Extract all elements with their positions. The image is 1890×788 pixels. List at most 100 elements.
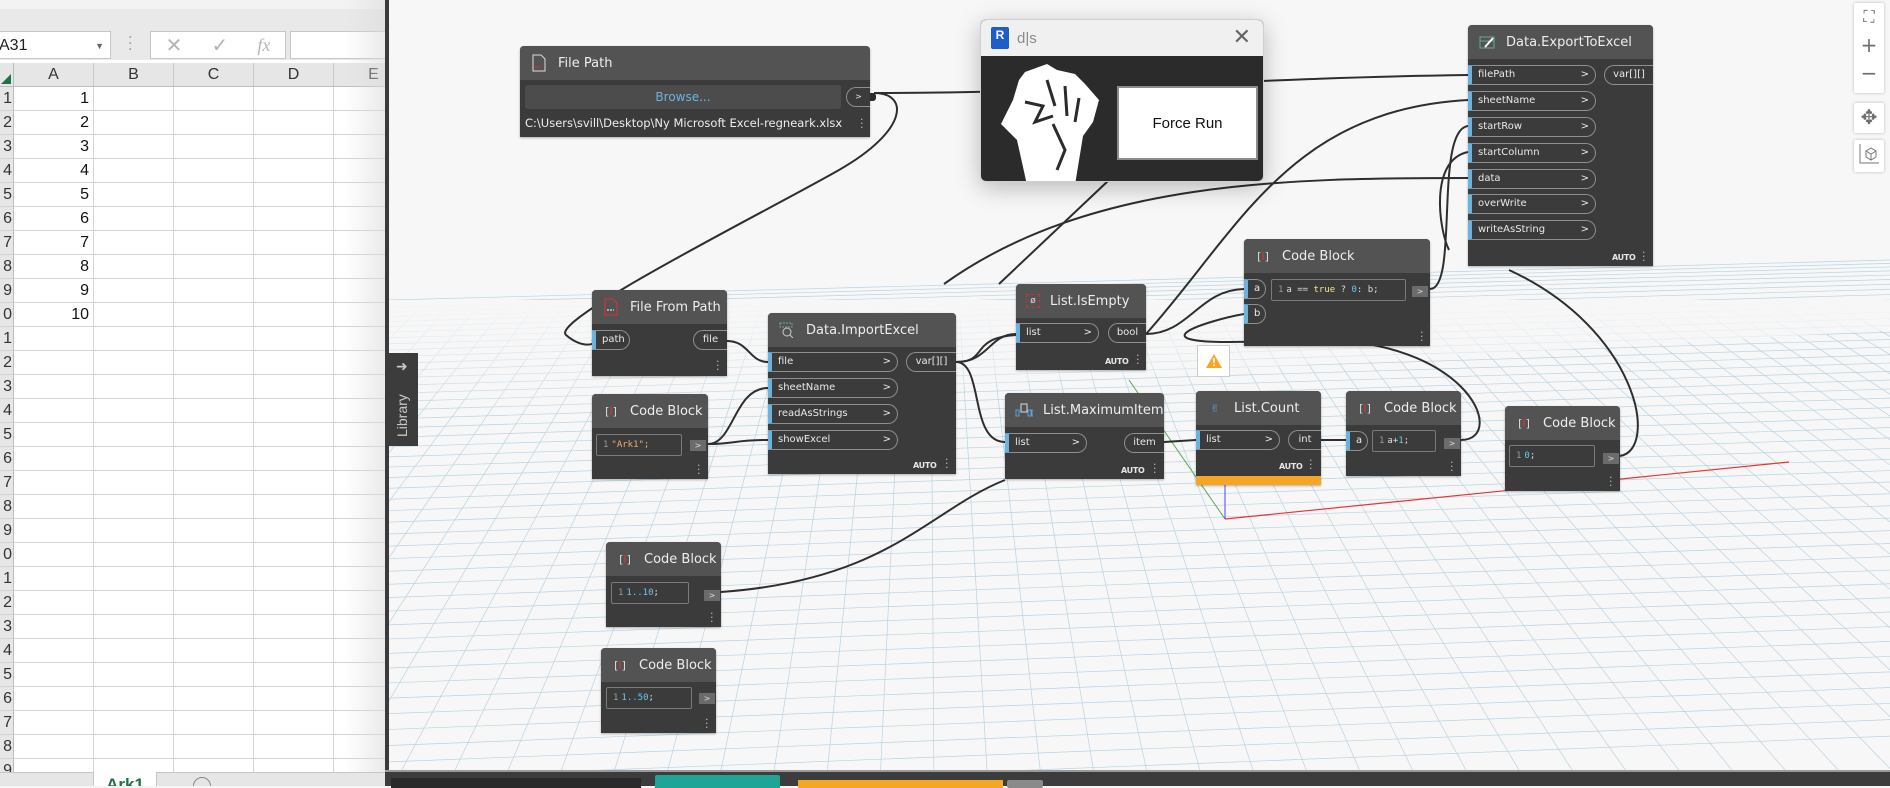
cell[interactable]: 10 (14, 303, 94, 327)
row-header[interactable]: 6 (0, 447, 14, 471)
sheet-tab-ark1[interactable]: Ark1 (93, 772, 157, 786)
cell[interactable] (94, 735, 174, 759)
cell[interactable] (94, 423, 174, 447)
input-port-filepath[interactable]: filePath> (1468, 65, 1596, 85)
cell[interactable] (174, 447, 254, 471)
cell[interactable] (94, 447, 174, 471)
output-port[interactable]: > (1412, 286, 1428, 297)
row-header[interactable]: 5 (0, 183, 14, 207)
row-header[interactable]: 4 (0, 399, 14, 423)
node-menu-icon[interactable]: ··· (1642, 246, 1646, 267)
node-menu-icon[interactable]: ··· (1609, 471, 1613, 492)
run-button[interactable] (655, 775, 780, 788)
cell[interactable] (94, 375, 174, 399)
cell[interactable]: 2 (14, 111, 94, 135)
cell[interactable] (174, 639, 254, 663)
cell[interactable] (14, 447, 94, 471)
cell[interactable] (174, 279, 254, 303)
row-header[interactable]: 3 (0, 135, 14, 159)
cell[interactable] (14, 399, 94, 423)
cancel-icon[interactable]: ✕ (165, 33, 183, 57)
cell[interactable] (174, 567, 254, 591)
cell[interactable] (14, 687, 94, 711)
cell[interactable] (14, 567, 94, 591)
output-connector[interactable] (870, 93, 876, 101)
node-code-block-sheetname[interactable]: [I] Code Block 1"Ark1"; > ··· (592, 394, 708, 479)
pan-icon[interactable]: ✥ (1860, 105, 1878, 129)
add-sheet-icon[interactable] (193, 777, 211, 786)
cell[interactable] (14, 327, 94, 351)
cell[interactable] (254, 471, 334, 495)
cell[interactable] (94, 87, 174, 111)
cell[interactable] (14, 711, 94, 735)
input-port-sheetname[interactable]: sheetName> (768, 378, 898, 398)
cell[interactable] (174, 615, 254, 639)
node-menu-icon[interactable]: ··· (697, 459, 701, 480)
cell[interactable] (254, 351, 334, 375)
cell[interactable] (94, 519, 174, 543)
cell[interactable] (14, 519, 94, 543)
cell[interactable] (94, 327, 174, 351)
cell[interactable] (254, 183, 334, 207)
cell[interactable] (254, 87, 334, 111)
cell[interactable] (14, 375, 94, 399)
cell[interactable] (254, 567, 334, 591)
node-header[interactable]: [I] Code Block (1346, 391, 1461, 427)
cell[interactable] (94, 303, 174, 327)
row-header[interactable]: 7 (0, 471, 14, 495)
node-header[interactable]: [I] Code Block (1244, 239, 1430, 275)
cell[interactable] (174, 711, 254, 735)
input-port-b[interactable]: b (1244, 304, 1266, 324)
cell[interactable] (174, 231, 254, 255)
row-header[interactable]: 1 (0, 87, 14, 111)
row-header[interactable]: 4 (0, 159, 14, 183)
cell[interactable] (174, 591, 254, 615)
row-header[interactable]: 0 (0, 303, 14, 327)
cell[interactable] (254, 639, 334, 663)
node-header[interactable]: File From Path (592, 290, 727, 326)
cell[interactable] (174, 735, 254, 759)
cell[interactable] (174, 135, 254, 159)
input-port-a[interactable]: a (1346, 431, 1368, 451)
cell[interactable] (94, 543, 174, 567)
row-header[interactable]: 6 (0, 687, 14, 711)
input-port-list[interactable]: list> (1196, 430, 1280, 450)
output-port-item[interactable]: item (1124, 433, 1164, 453)
run-mode-area[interactable] (391, 778, 641, 788)
row-header[interactable]: 5 (0, 423, 14, 447)
row-header[interactable]: 8 (0, 735, 14, 759)
cell[interactable] (174, 663, 254, 687)
select-all-button[interactable] (0, 63, 14, 87)
output-port-int[interactable]: int (1288, 430, 1321, 450)
row-header[interactable]: 7 (0, 231, 14, 255)
node-header[interactable]: List.MaximumItem (1005, 393, 1164, 429)
cell[interactable] (254, 279, 334, 303)
row-header[interactable]: 9 (0, 519, 14, 543)
cell[interactable] (94, 399, 174, 423)
node-header[interactable]: [I] Code Block (601, 648, 716, 684)
cell[interactable] (94, 687, 174, 711)
cell[interactable] (174, 87, 254, 111)
cell[interactable] (174, 519, 254, 543)
column-header-b[interactable]: B (94, 63, 174, 87)
node-menu-icon[interactable]: ··· (945, 453, 949, 474)
enter-icon[interactable]: ✓ (211, 33, 229, 57)
cell[interactable] (14, 351, 94, 375)
node-header[interactable]: ø List.IsEmpty (1016, 284, 1146, 320)
cell[interactable] (254, 111, 334, 135)
output-port-bool[interactable]: bool (1108, 323, 1146, 343)
input-port-list[interactable]: list> (1005, 433, 1087, 453)
cell[interactable] (94, 159, 174, 183)
cell[interactable] (254, 207, 334, 231)
cell[interactable]: 4 (14, 159, 94, 183)
row-header[interactable]: 3 (0, 615, 14, 639)
row-header[interactable]: 7 (0, 711, 14, 735)
cell[interactable] (254, 687, 334, 711)
cell[interactable] (94, 231, 174, 255)
node-header[interactable]: Data.ImportExcel (768, 313, 956, 349)
cell[interactable] (254, 255, 334, 279)
library-toggle[interactable]: ➜ Library (388, 353, 418, 446)
cell[interactable] (14, 423, 94, 447)
